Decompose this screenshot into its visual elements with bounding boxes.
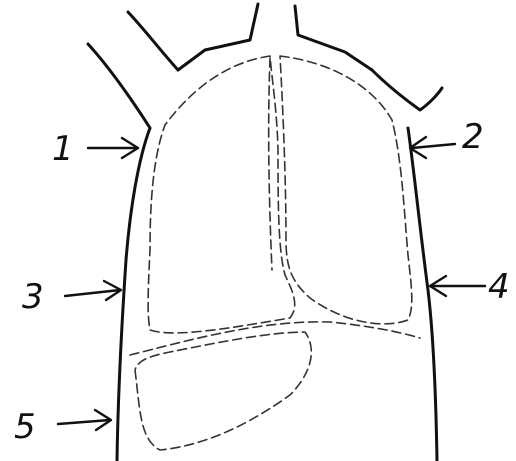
right-lung-outline [280, 56, 412, 324]
neck-trachea-outline [178, 4, 372, 70]
left-shoulder-edge [88, 44, 150, 128]
label-1: 1 [52, 129, 74, 169]
right-shoulder-edge [372, 70, 442, 110]
arrow-4 [430, 276, 485, 296]
label-2: 2 [462, 117, 484, 157]
lung-outlines [130, 56, 420, 450]
abdominal-region-outline [135, 332, 311, 450]
neck-left-edge [128, 12, 178, 70]
arrow-5 [58, 410, 111, 430]
left-body-wall [117, 128, 150, 461]
label-4: 4 [488, 267, 510, 307]
diaphragm-line [130, 322, 420, 355]
arrow-2 [410, 137, 455, 158]
thorax-outline [88, 4, 442, 461]
arrow-1 [88, 138, 138, 158]
mediastinum-line [269, 58, 272, 270]
arrow-3 [65, 281, 121, 300]
label-5: 5 [14, 407, 36, 447]
pointer-arrows [58, 137, 485, 430]
left-lung-outline [148, 56, 295, 333]
label-3: 3 [22, 277, 44, 317]
